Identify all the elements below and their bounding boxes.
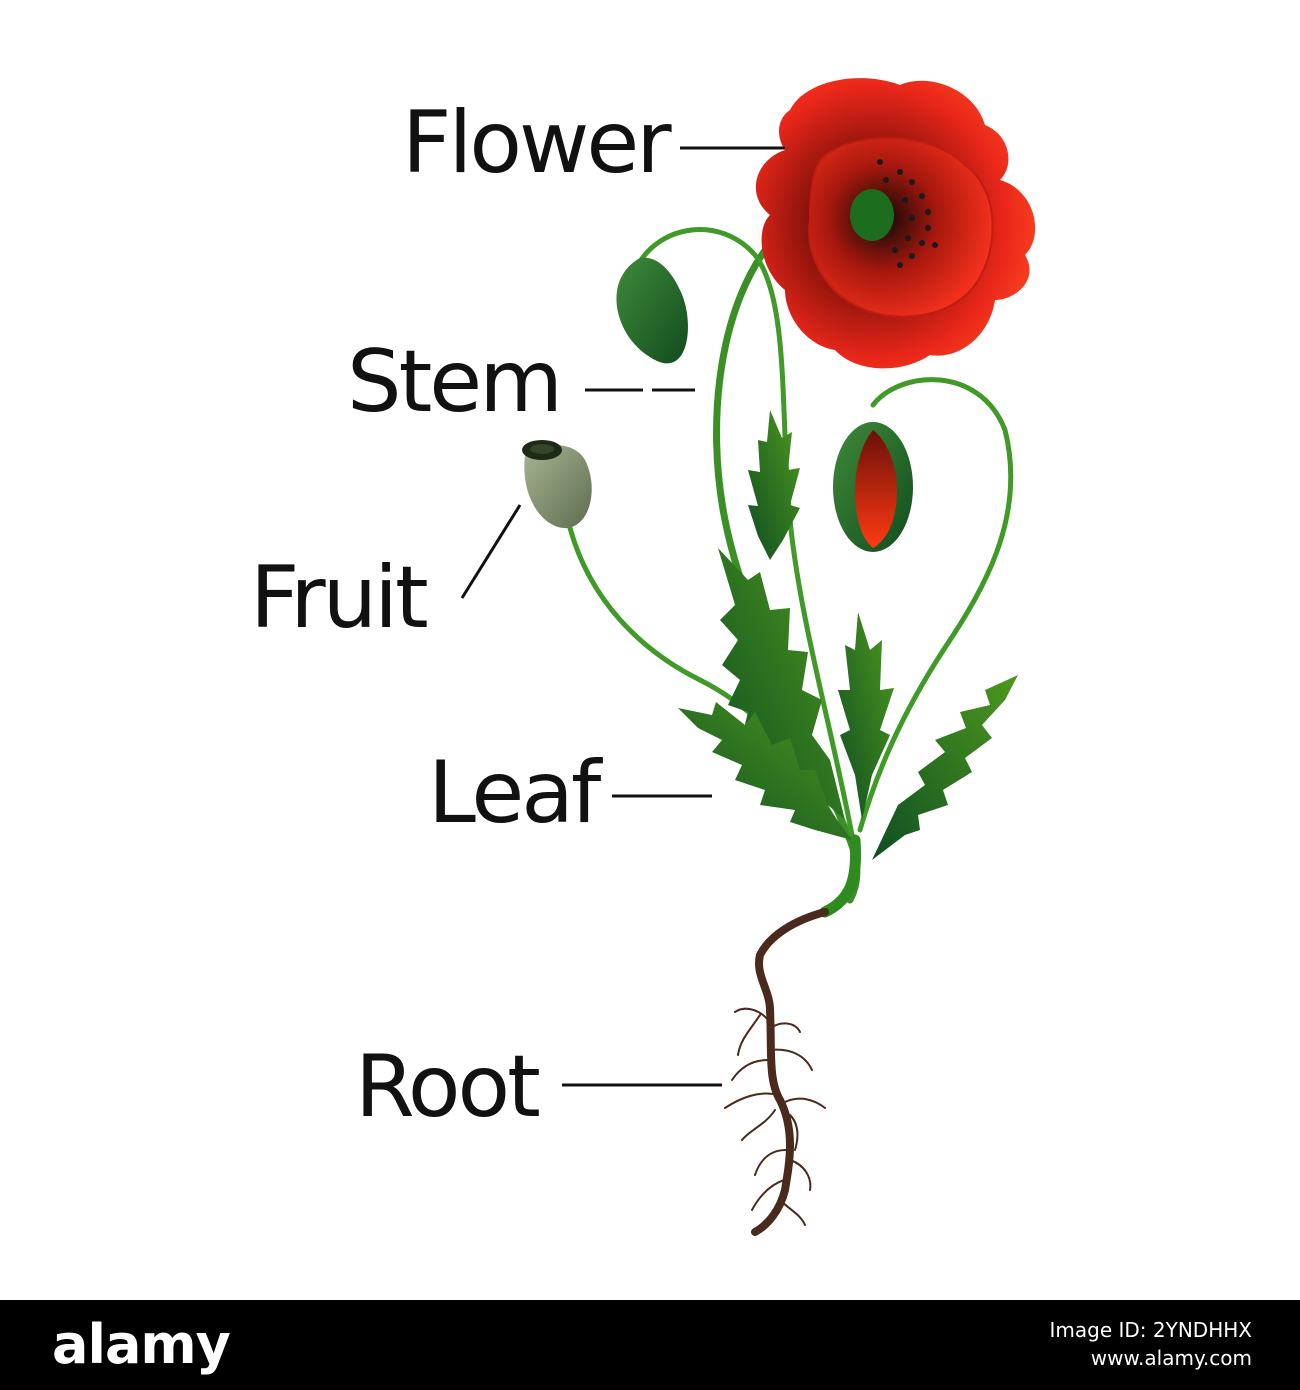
bottom-left-leaf (678, 702, 852, 840)
right-red-bud (833, 422, 913, 552)
leader-lines (460, 146, 785, 1087)
buds (616, 257, 913, 552)
lower-stem (819, 834, 862, 918)
watermark-bar: alamy Image ID: 2YNDHHX www.alamy.com (0, 1300, 1300, 1390)
watermark-site: www.alamy.com (1090, 1346, 1252, 1370)
center-leaf (838, 612, 894, 820)
upper-leaf (748, 410, 800, 560)
left-bud-stem (635, 227, 855, 838)
label-leaf: Leaf (428, 743, 603, 843)
poppy-flower (755, 78, 1036, 369)
label-root: Root (355, 1037, 539, 1137)
fruit-capsule (522, 440, 592, 529)
left-green-bud (616, 257, 688, 364)
root-system (724, 908, 829, 1236)
right-bud-stem (857, 377, 1014, 833)
watermark-image-id: Image ID: 2YNDHHX (1049, 1318, 1252, 1342)
leaves (678, 410, 1018, 860)
stamens (877, 159, 938, 268)
label-fruit: Fruit (250, 548, 427, 648)
left-large-leaf (718, 548, 845, 820)
poppy-plant-parts-diagram: Flower Stem Fruit Leaf Root (250, 78, 1036, 1236)
part-labels: Flower Stem Fruit Leaf Root (250, 93, 675, 1137)
label-flower: Flower (402, 93, 672, 193)
watermark-logo: alamy (52, 1313, 231, 1376)
right-leaf (872, 675, 1018, 860)
label-stem: Stem (347, 332, 560, 432)
watermark-id-block: Image ID: 2YNDHHX www.alamy.com (1050, 1316, 1252, 1372)
fruit-leader (460, 504, 522, 599)
